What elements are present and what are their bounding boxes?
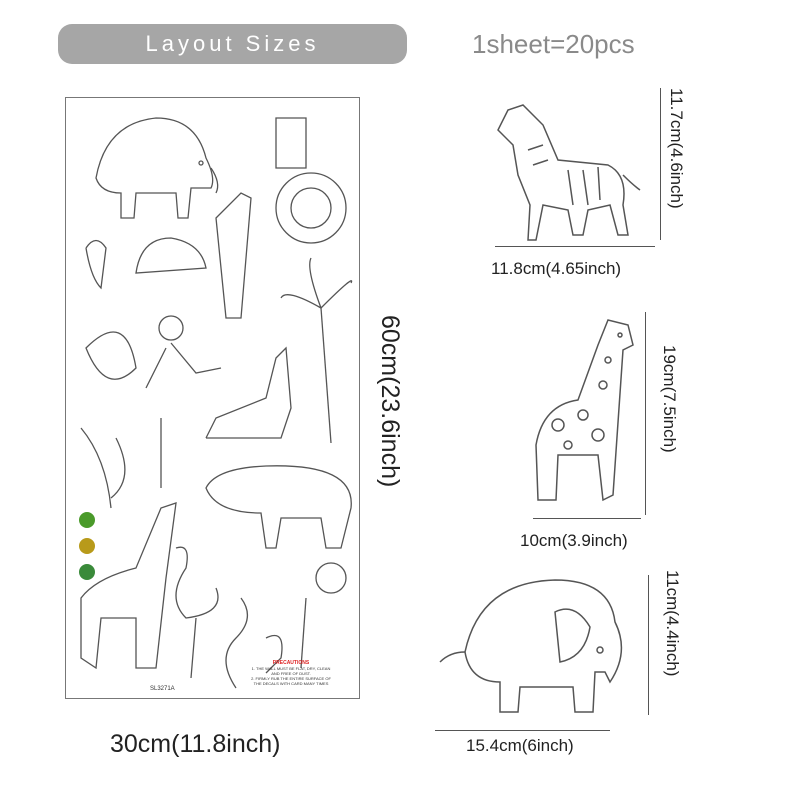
precautions: PRECAUTIONS 1. THE WALL MUST BE FLAT, DR… <box>251 660 331 687</box>
sheet-code: SL3271A <box>150 686 175 692</box>
snake-sticker <box>225 597 248 689</box>
giraffe-width-line <box>533 518 641 519</box>
elephant-sticker <box>95 117 219 219</box>
flamingo-sticker <box>175 546 219 679</box>
sticker-sheet: SL3271A PRECAUTIONS 1. THE WALL MUST BE … <box>65 97 360 699</box>
zebra-width-label: 11.8cm(4.65inch) <box>491 259 622 278</box>
palm-tree-sticker <box>280 257 353 444</box>
sheet-height-label: 60cm(23.6inch) <box>376 315 404 488</box>
elephant-width-line <box>435 730 610 731</box>
layout-sizes-banner: Layout Sizes <box>58 24 407 64</box>
rhino-sticker <box>205 465 352 549</box>
elephant-illustration <box>439 579 623 713</box>
banana-leaf-sticker <box>80 427 126 509</box>
hibiscus-sticker <box>315 562 347 594</box>
zebra-illustration <box>497 104 641 241</box>
eco-badge <box>79 512 95 528</box>
green-badge <box>79 564 95 580</box>
elephant-height-line <box>648 575 649 715</box>
zebra-height-label: 11.7cm(4.6inch) <box>667 88 686 209</box>
monkey-hanging-sticker <box>275 117 307 169</box>
monkey-sticker <box>145 315 222 389</box>
plant-sticker <box>300 597 307 669</box>
zebra-height-line <box>660 88 661 240</box>
giraffe-width-label: 10cm(3.9inch) <box>520 531 628 550</box>
giraffe-sticker <box>80 502 177 670</box>
precaution-2: 2. FIRMLY RUB THE ENTIRE SURFACE OF THE … <box>251 676 331 686</box>
sheet-width-label: 30cm(11.8inch) <box>110 730 281 758</box>
precaution-1: 1. THE WALL MUST BE FLAT, DRY, CLEAN AND… <box>251 666 331 676</box>
giraffe-height-line <box>645 312 646 515</box>
zebra-sticker <box>205 346 292 439</box>
precautions-title: PRECAUTIONS <box>272 660 310 666</box>
giraffe-height-label: 19cm(7.5inch) <box>660 345 679 453</box>
giraffe-illustration <box>535 319 634 502</box>
sheet-count: 1sheet=20pcs <box>472 29 635 59</box>
banner-title: Layout Sizes <box>145 31 320 56</box>
elephant-height-label: 11cm(4.4inch) <box>663 570 682 677</box>
elephant-width-label: 15.4cm(6inch) <box>466 736 574 755</box>
lion-sticker <box>275 172 347 244</box>
toucan-sticker <box>85 239 107 290</box>
turtle-sticker <box>135 237 207 274</box>
parrot-sticker <box>265 634 283 674</box>
leopard-sticker <box>215 192 252 319</box>
quality-badge <box>79 538 95 554</box>
leaf-sticker <box>85 331 137 380</box>
zebra-width-line <box>495 246 655 247</box>
sheet-illustrations <box>79 117 353 689</box>
